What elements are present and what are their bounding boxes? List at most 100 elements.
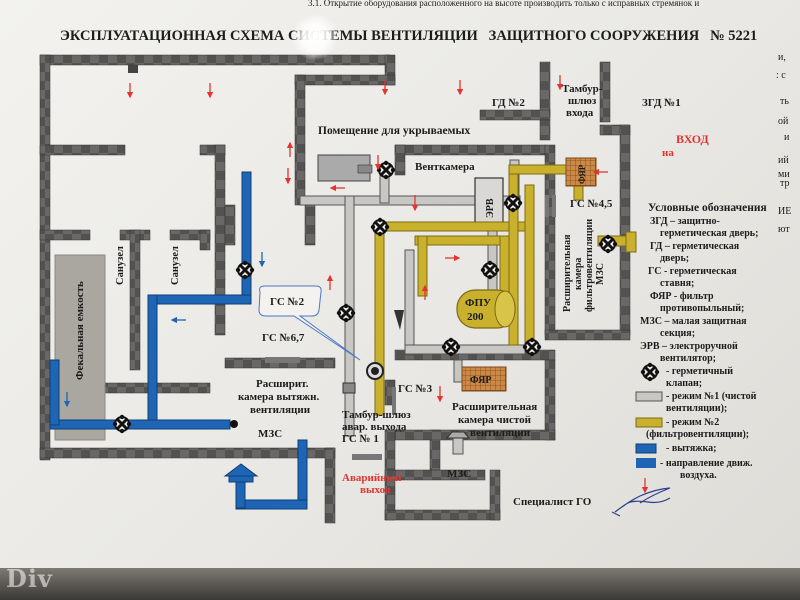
specialist-label: Специалист ГО <box>513 496 592 508</box>
filter-chamber-l4: МЗС <box>595 263 606 285</box>
filter-chamber-l2: камера <box>573 258 584 290</box>
margin-fragment-5: и <box>784 132 790 143</box>
gd2-label: ГД №2 <box>492 97 525 109</box>
shutters <box>128 65 556 460</box>
margin-fragment-9: ИЕ <box>778 206 791 217</box>
legend-line-6: ставня; <box>660 278 694 289</box>
sanuzel-2-label: Санузел <box>170 246 181 285</box>
legend-line-16: вентиляции); <box>666 403 727 414</box>
exhaust-chamber-l1: Расширит. <box>256 378 309 390</box>
tambur-top-l3: входа <box>566 107 594 119</box>
filter-chamber-l3: фильтровентиляции <box>584 219 595 312</box>
erv-label: ЭРВ <box>485 198 496 218</box>
legend-line-4: дверь; <box>660 253 689 264</box>
legend-line-10: секция; <box>660 328 695 339</box>
legend-line-14: клапан; <box>666 378 702 389</box>
fyar-bottom-label: ФЯР <box>470 375 491 386</box>
margin-fragment-3: ть <box>780 96 789 107</box>
ventilation-scheme: 3.1. Открытие оборудования расположенног… <box>39 0 791 524</box>
legend-line-12: вентилятор; <box>660 353 716 364</box>
legend-line-9: МЗС – малая защитная <box>640 316 747 327</box>
filter-chamber-l1: Расширительная <box>562 234 573 312</box>
legend-line-2: герметическая дверь; <box>660 228 758 239</box>
fpu-200-unit: ФПУ 200 <box>456 289 516 329</box>
emergency-exit-l2: выход <box>360 484 391 496</box>
fyar-filter-bottom: ФЯР <box>461 366 507 392</box>
exhaust-chamber-l3: вентиляции <box>250 404 311 416</box>
legend-line-13: - герметичный <box>666 366 733 377</box>
mzs-left-label: МЗС <box>258 428 282 440</box>
photo-glare <box>292 14 338 60</box>
legend-line-8: противопыльный; <box>660 303 744 314</box>
legend-exhaust-swatch <box>635 443 657 454</box>
entrance-prefix: на <box>662 147 674 159</box>
filter-chamber-label: Расширительная камера фильтровентиляции … <box>562 219 606 312</box>
legend-line-5: ГС - герметическая <box>648 266 737 277</box>
legend-line-17: - режим №2 <box>666 417 719 428</box>
entrance-label: ВХОД <box>676 132 709 146</box>
clean-chamber-l2: камера чистой <box>458 414 532 426</box>
clean-chamber-l1: Расширительная <box>452 401 537 413</box>
gs2-callout: ГС №2 <box>258 285 361 361</box>
erv-fan: ЭРВ <box>474 177 504 229</box>
fyar-filter-top: ФЯР <box>565 157 597 187</box>
fpu-label-1: ФПУ <box>465 297 491 309</box>
exhaust-hood <box>223 463 259 483</box>
mzs-bottom-cap <box>445 431 471 439</box>
exhaust-chamber-l2: камера вытяжн. <box>238 391 319 403</box>
legend-valve-icon <box>639 361 661 383</box>
legend-line-20: - направление движ. <box>660 458 753 469</box>
margin-fragment-10: ют <box>778 224 790 235</box>
legend-line-11: ЭРВ – электроручной <box>640 341 738 352</box>
shelter-label: Помещение для укрываемых <box>318 125 470 137</box>
gs67-label: ГС №6,7 <box>262 332 305 344</box>
scheme-title: ЭКСПЛУАТАЦИОННАЯ СХЕМА СИСТЕМЫ ВЕНТИЛЯЦИ… <box>60 28 757 44</box>
legend-line-3: ГД – герметическая <box>650 241 740 252</box>
fecal-tank <box>54 254 106 441</box>
vent-grille <box>357 164 373 174</box>
gs2-label: ГС №2 <box>270 296 305 308</box>
exhaust-arrows <box>63 252 266 408</box>
fecal-tank-label: Фекальная емкость <box>74 281 86 380</box>
signature <box>611 487 671 517</box>
ventkamera-label: Венткамера <box>415 161 475 173</box>
legend-line-7: ФЯР - фильтр <box>650 291 714 302</box>
fpu-label-2: 200 <box>467 311 484 323</box>
watermark: Div <box>6 564 53 593</box>
zgd1-label: ЗГД №1 <box>642 97 681 109</box>
legend-title: Условные обозначения <box>648 202 767 214</box>
legend-arrow-swatch <box>636 458 656 468</box>
margin-fragment-8: тр <box>780 178 790 189</box>
round-valve-inner <box>371 367 379 375</box>
tambur-top-l2: шлюз <box>568 95 597 107</box>
margin-fragment-6: ий <box>778 155 789 166</box>
tambur-top-l1: Тамбур- <box>562 83 603 95</box>
right-margin-fragments: и, : с ть ой и ий ми тр ИЕ ют <box>776 52 791 235</box>
legend-line-18: (фильтровентиляции); <box>646 429 749 440</box>
tambur-emergency-l1: Тамбур-шлюз <box>342 409 411 421</box>
top-cut-text: 3.1. Открытие оборудования расположенног… <box>308 0 699 8</box>
legend-line-21: воздуха. <box>680 470 717 481</box>
margin-fragment-7: ми <box>778 169 790 180</box>
clean-chamber-l3: вентиляции <box>470 427 531 439</box>
margin-fragment-4: ой <box>778 116 789 127</box>
gs3-label: ГС №3 <box>398 383 433 395</box>
table-edge <box>0 568 800 600</box>
check-marker <box>394 310 404 330</box>
legend-line-1: ЗГД – защитно- <box>650 216 720 227</box>
airflow-arrows <box>126 75 608 403</box>
fyar-top-label: ФЯР <box>577 164 587 184</box>
legend-clean-swatch <box>635 391 663 402</box>
emergency-exit-l1: Аварийный <box>342 472 402 484</box>
margin-fragment-2: : с <box>776 70 786 81</box>
duct-grille <box>342 382 356 394</box>
exhaust-ducts <box>49 171 308 510</box>
legend-line-15: - режим №1 (чистой <box>666 391 757 402</box>
mzs-bottom-label: МЗС <box>447 468 471 480</box>
sanuzel-1-label: Санузел <box>115 246 126 285</box>
legend: Условные обозначения ЗГД – защитно- герм… <box>635 202 767 494</box>
gs45-label: ГС №4,5 <box>570 198 613 210</box>
exhaust-inlet-dot <box>230 420 238 428</box>
legend-filter-swatch <box>635 417 663 428</box>
margin-fragment-1: и, <box>778 52 786 63</box>
